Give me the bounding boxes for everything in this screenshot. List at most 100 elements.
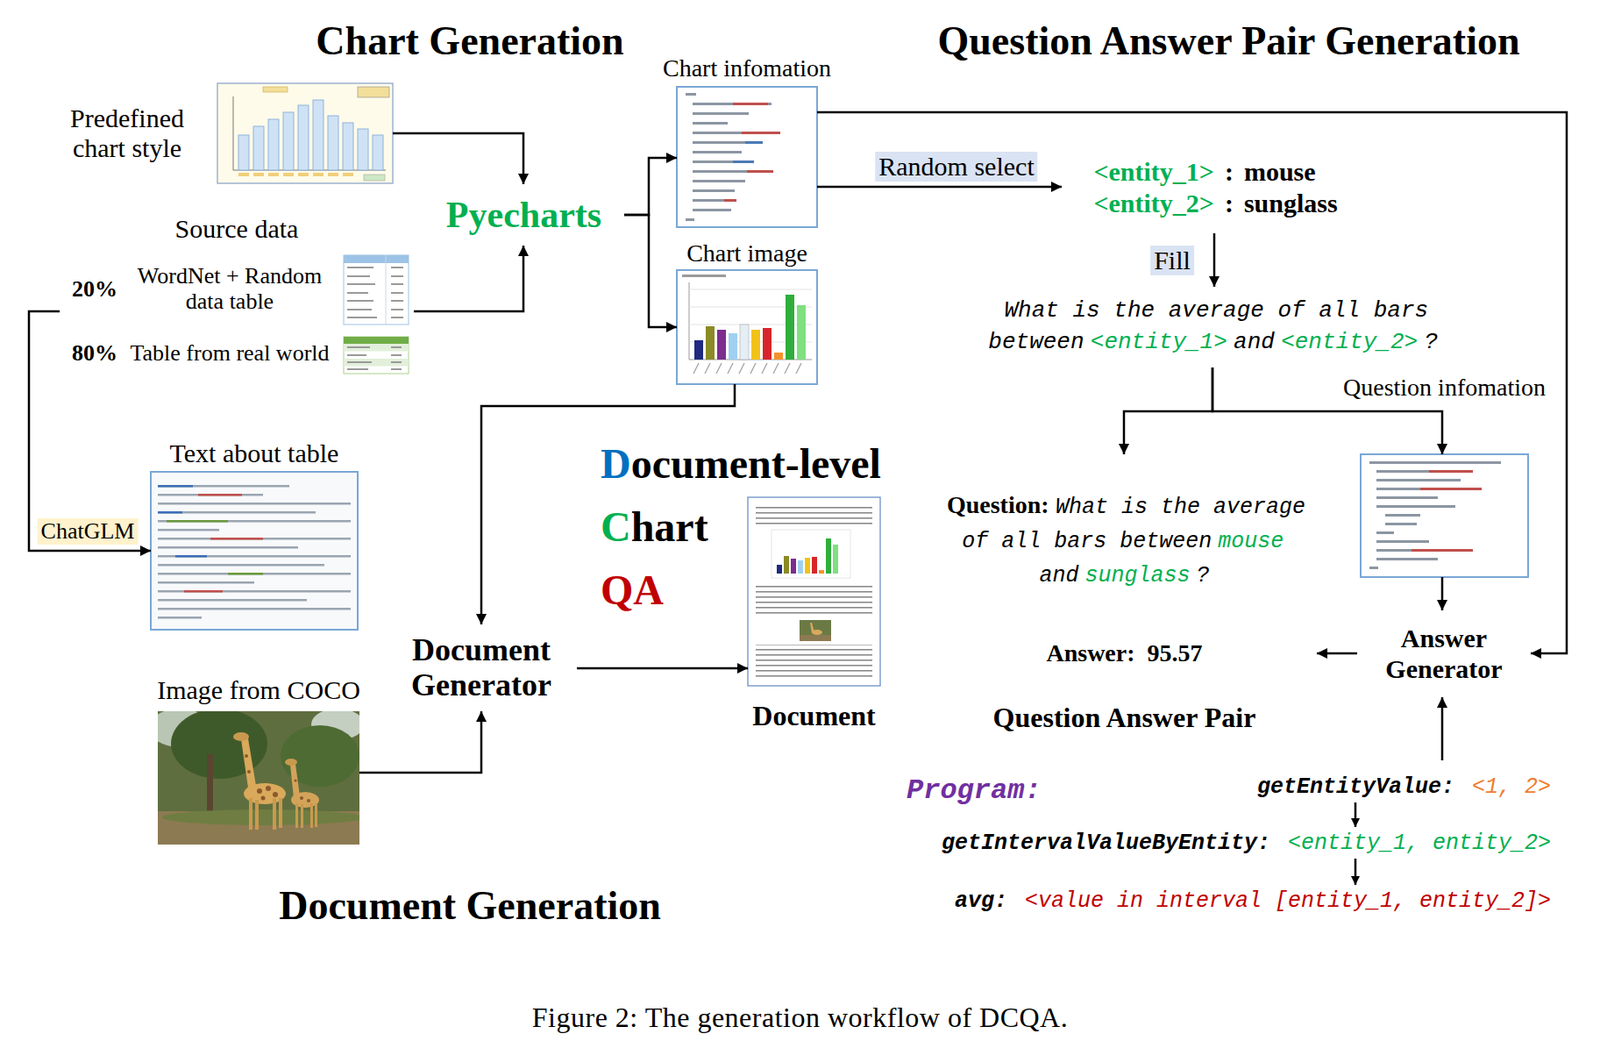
node-text: 95.57: [1147, 639, 1203, 668]
node-text: WordNet + Random data table: [124, 263, 335, 314]
text-group: What is the average of all bars between<…: [951, 286, 1479, 368]
connector: [1441, 576, 1444, 611]
node-text: mouse: [1244, 156, 1338, 187]
node-text: <entity_2>: [1093, 188, 1215, 219]
table-thumbnail: [343, 255, 409, 374]
node-text: <value in interval [entity_1, entity_2]>: [1024, 888, 1551, 914]
node-text: mouse: [1217, 525, 1284, 559]
node-text: and: [1038, 559, 1079, 593]
region-title: Chart Generation: [315, 18, 624, 64]
text-group: <entity_1>:mouse<entity_2>:sunglass: [1061, 141, 1370, 234]
code-thumbnail: [150, 471, 358, 630]
edge-label: ChatGLM: [37, 518, 139, 545]
connector: [413, 245, 524, 312]
text-flow: What is the average of all bars between<…: [951, 295, 1479, 359]
node-text: Answer Generator: [1365, 623, 1522, 684]
node-text: Table from real world: [129, 340, 329, 367]
region-title: Question Answer Pair Generation: [937, 18, 1520, 64]
chart-style-thumbnail: [217, 83, 393, 184]
text-group: getIntervalValueByEntity: <entity_1, enti…: [941, 830, 1551, 856]
edge-label: Fill: [1150, 245, 1195, 276]
text-group: Document Generation: [92, 881, 847, 929]
bar-chart-thumbnail: [676, 270, 818, 384]
text-group: Chart: [600, 502, 709, 551]
node-text: getIntervalValueByEntity:: [941, 830, 1271, 856]
json-thumbnail: [1360, 454, 1529, 577]
text-group: Question Answer Pair Generation: [865, 17, 1593, 64]
text-group: Document: [677, 699, 951, 733]
text-group: getEntityValue:<1, 2>: [1257, 774, 1551, 800]
heading: Question Answer Pair: [993, 701, 1257, 733]
data-box: Source data20%WordNet + Random data tabl…: [59, 248, 414, 377]
connector: [576, 667, 748, 670]
node-text: Program:: [906, 774, 1042, 807]
text-group: Document-level: [600, 439, 882, 488]
connector: [481, 384, 735, 625]
connector: [1123, 367, 1213, 455]
text-group: WordNet + Random data table: [124, 248, 335, 329]
heading: Chart image: [686, 239, 808, 267]
panel-title: QA: [600, 566, 664, 613]
connector: [1441, 696, 1444, 761]
result-panel: Document Question:What is the average of …: [586, 433, 1332, 743]
text-group: Table from real world: [124, 328, 335, 377]
image-node: Question infomation: [1360, 454, 1529, 577]
image-node: Document: [747, 497, 881, 686]
node-text: ?: [1423, 327, 1438, 357]
connector: [817, 185, 1062, 189]
document-thumbnail: [747, 497, 881, 686]
text-flow: Question:What is the average of all bars…: [942, 488, 1307, 594]
node-text: :: [1224, 156, 1234, 187]
node-text: <entity_1>: [1090, 327, 1228, 357]
image-node: Chart infomation: [676, 86, 818, 228]
node-text: <entity_1>: [1093, 156, 1215, 187]
text-group: Predefined chart style: [61, 83, 193, 184]
connector: [624, 157, 677, 215]
figure-caption: Figure 2: The generation workflow of DCQ…: [0, 1001, 1600, 1034]
connector: [392, 133, 524, 185]
region-panel: <entity_1>: mouse <entity_2>: sunglass What …: [865, 5, 1593, 950]
process-box: Document Generator: [385, 624, 577, 712]
shape-outline: [1061, 141, 1370, 234]
shape-outline: [865, 5, 1593, 950]
connector: [1316, 652, 1358, 655]
edge-label: Random select: [874, 151, 1038, 182]
program-box: Program: getEntityValue:<1, 2> getInterval…: [890, 760, 1572, 927]
image-node: Text about table: [150, 471, 358, 630]
node-text: ?: [1196, 559, 1210, 593]
node-text: getEntityValue:: [1257, 774, 1455, 800]
node-text: and: [1233, 327, 1275, 357]
text-group: Question Answer Pair: [879, 701, 1370, 734]
heading: Source data: [175, 213, 299, 243]
text-group: Answer Generator: [1365, 610, 1522, 697]
text-group: Pyecharts: [423, 184, 625, 246]
text-group: QA: [600, 565, 664, 614]
text-group: Answer:95.57: [931, 619, 1317, 686]
template-box: What is the average of all bars between<…: [937, 286, 1493, 368]
process-box: Pyecharts: [423, 184, 625, 246]
node-text: 20%: [71, 276, 118, 303]
heading: Image from COCO: [156, 675, 361, 704]
image-node: Predefined chart style: [61, 83, 393, 184]
text-group: 80%: [71, 328, 123, 377]
node-text: <entity_1, entity_2>: [1287, 830, 1551, 856]
region-panel: Predefined chart styleSource data20%Word…: [5, 5, 847, 397]
json-thumbnail: [676, 86, 818, 228]
connector: [624, 214, 677, 328]
qa-box: Question:What is the average of all bars…: [931, 454, 1317, 686]
heading: Text about table: [170, 438, 340, 468]
text-group: Text about table: [10, 438, 498, 469]
panel-title: Document-level: [600, 439, 882, 488]
text-group: Question:What is the average of all bars…: [942, 475, 1307, 607]
node-text: Document Generator: [394, 632, 569, 703]
heading: Chart infomation: [662, 54, 832, 82]
region-title: Document Generation: [278, 882, 662, 928]
image-node: Chart image: [676, 270, 818, 384]
process-box: Answer Generator: [1357, 610, 1531, 697]
node-text: avg:: [954, 888, 1008, 914]
node-text: sunglass: [1084, 559, 1190, 593]
node-text: :: [1224, 188, 1234, 219]
node-text: Pyecharts: [446, 193, 602, 236]
